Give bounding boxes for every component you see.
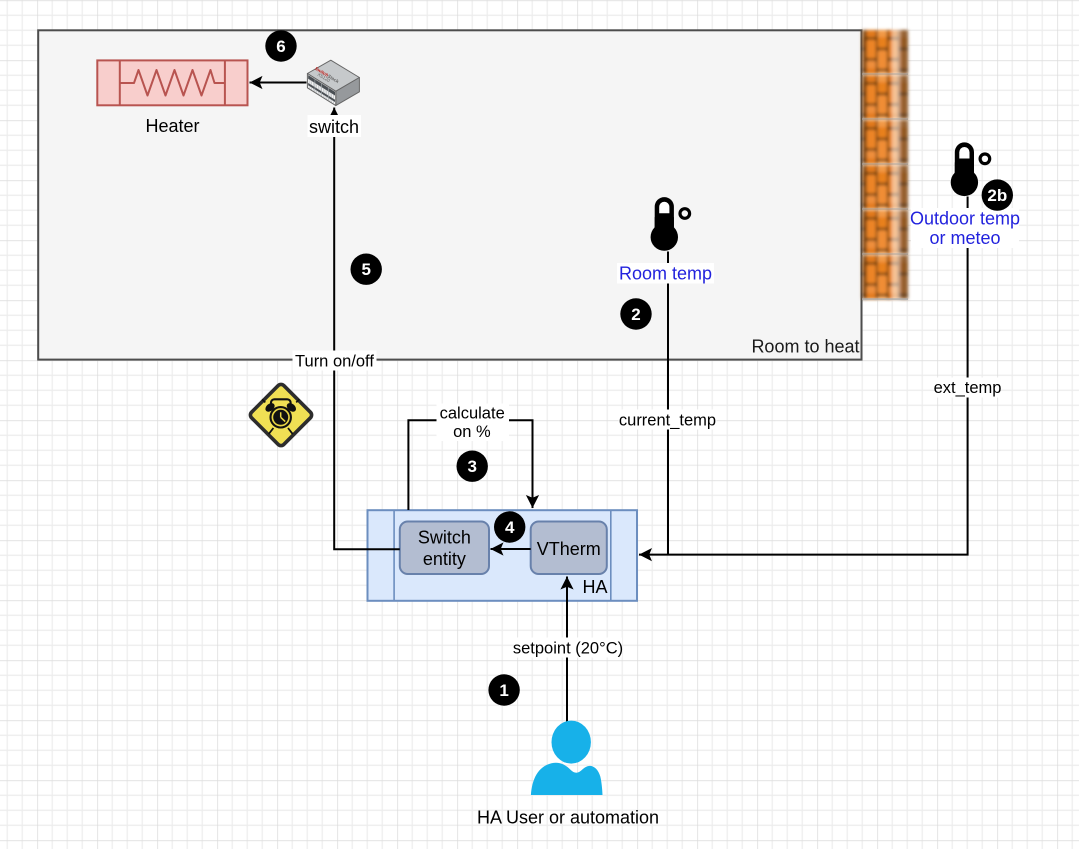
svg-text:Outdoor temp: Outdoor temp xyxy=(910,209,1020,229)
svg-text:current_temp: current_temp xyxy=(619,412,716,430)
svg-text:HA User or automation: HA User or automation xyxy=(477,808,659,828)
svg-text:2: 2 xyxy=(631,305,640,324)
svg-text:switch: switch xyxy=(309,117,359,137)
svg-text:Turn on/off: Turn on/off xyxy=(295,353,374,371)
svg-text:entity: entity xyxy=(423,549,466,569)
svg-text:or meteo: or meteo xyxy=(929,228,1000,248)
svg-text:2b: 2b xyxy=(987,186,1007,205)
svg-text:VTherm: VTherm xyxy=(537,539,601,559)
svg-text:3: 3 xyxy=(467,457,476,476)
svg-text:1: 1 xyxy=(499,681,508,700)
svg-text:HA: HA xyxy=(582,577,607,597)
svg-text:Switch: Switch xyxy=(418,528,471,548)
svg-text:ext_temp: ext_temp xyxy=(934,379,1002,397)
svg-text:Heater: Heater xyxy=(145,116,199,136)
svg-text:6: 6 xyxy=(276,37,285,56)
svg-text:on %: on % xyxy=(453,423,491,441)
svg-text:XS120: XS120 xyxy=(316,72,331,84)
svg-text:Room to heat: Room to heat xyxy=(751,337,859,357)
svg-text:setpoint (20°C): setpoint (20°C) xyxy=(513,640,623,658)
svg-text:4: 4 xyxy=(505,518,515,537)
svg-text:calculate: calculate xyxy=(440,405,505,423)
svg-text:5: 5 xyxy=(361,260,370,279)
svg-text:Room temp: Room temp xyxy=(619,264,712,284)
